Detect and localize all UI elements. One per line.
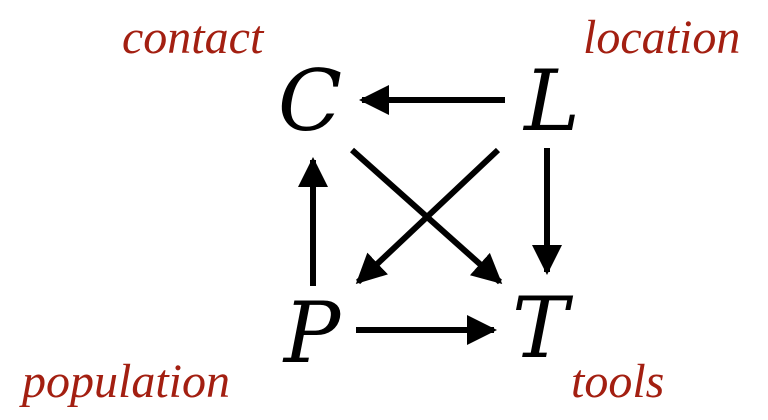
caption-contact: contact bbox=[122, 11, 265, 64]
arrow-c-to-t bbox=[350, 147, 503, 285]
node-c-letter: C bbox=[278, 52, 342, 150]
node-t-letter: T bbox=[512, 279, 574, 377]
nodes: C L P T bbox=[278, 52, 580, 382]
caption-population: population bbox=[19, 355, 230, 408]
edges bbox=[298, 85, 562, 345]
caption-tools: tools bbox=[571, 355, 664, 408]
caption-location: location bbox=[583, 11, 740, 64]
node-l-letter: L bbox=[522, 52, 580, 150]
captions: contact location population tools bbox=[19, 11, 740, 408]
node-p-letter: P bbox=[282, 284, 342, 382]
